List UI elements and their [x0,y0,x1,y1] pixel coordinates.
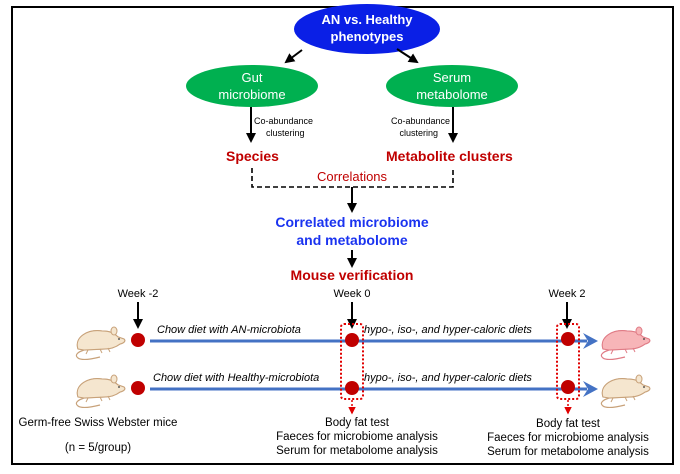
serum-metabolome-node: Serum metabolome [386,65,518,107]
timeline-arrowhead [583,381,598,397]
week-label-0: Week 0 [333,288,370,300]
timeline-arrowhead [583,333,598,349]
right-process-line1: Co-abundance [391,116,450,126]
right-process-line2: clustering [399,128,438,138]
phase2-label: hypo-, iso-, and hyper-caloric diets [364,372,532,384]
timepoint-dot [131,381,145,395]
mouse-verification-label: Mouse verification [291,267,414,283]
gut-line2: microbiome [218,87,285,102]
timepoint-dot [131,333,145,347]
week0-sampling-line2: Faeces for microbiome analysis [276,431,438,443]
correlation-bracket [251,168,454,188]
week0-sampling-box [340,323,364,400]
timepoint-dot [345,381,359,395]
correlations-label: Correlations [317,169,388,184]
week2-sampling-box [556,323,580,400]
week2-sampling-line1: Body fat test [536,418,601,430]
phenotype-ellipse [294,4,440,54]
correlated-line2: and metabolome [296,232,407,248]
timeline-row-healthy: Chow diet with Healthy-microbiota hypo-,… [75,372,651,409]
correlated-line1: Correlated microbiome [275,214,428,230]
left-process-line1: Co-abundance [254,116,313,126]
serum-line1: Serum [433,70,471,85]
mice-info-line1: Germ-free Swiss Webster mice [19,417,178,429]
phenotype-line2: phenotypes [331,29,404,44]
gut-microbiome-node: Gut microbiome [186,65,318,107]
phase1-label: Chow diet with Healthy-microbiota [153,372,319,384]
arrow-to-serum [396,48,419,64]
mice-info-line2: (n = 5/group) [65,442,131,454]
arrow-to-gut [284,49,303,64]
week0-sampling-line3: Serum for metabolome analysis [276,445,438,457]
week2-sampling-line3: Serum for metabolome analysis [487,446,649,458]
phase2-label: hypo-, iso-, and hyper-caloric diets [364,324,532,336]
mouse-icon-pink [600,326,651,361]
timepoint-dot [561,332,575,346]
serum-ellipse [386,65,518,107]
left-process-line2: clustering [266,128,305,138]
phase1-label: Chow diet with AN-microbiota [157,324,301,336]
week-label-minus2: Week -2 [118,288,159,300]
timeline-row-an: Chow diet with AN-microbiota hypo-, iso-… [75,324,651,361]
mouse-icon [75,326,126,361]
phenotype-node: AN vs. Healthy phenotypes [294,4,440,54]
week0-sampling-line1: Body fat test [325,417,390,429]
mouse-icon [75,374,126,409]
timepoint-dot [345,333,359,347]
week2-sampling-line2: Faeces for microbiome analysis [487,432,649,444]
gut-line1: Gut [242,70,263,85]
species-label: Species [226,148,279,164]
phenotype-line1: AN vs. Healthy [321,12,413,27]
mouse-icon-beige [600,374,651,409]
metabolite-clusters-label: Metabolite clusters [386,148,513,164]
week-label-2: Week 2 [548,288,585,300]
timepoint-dot [561,380,575,394]
serum-line2: metabolome [416,87,488,102]
gut-ellipse [186,65,318,107]
